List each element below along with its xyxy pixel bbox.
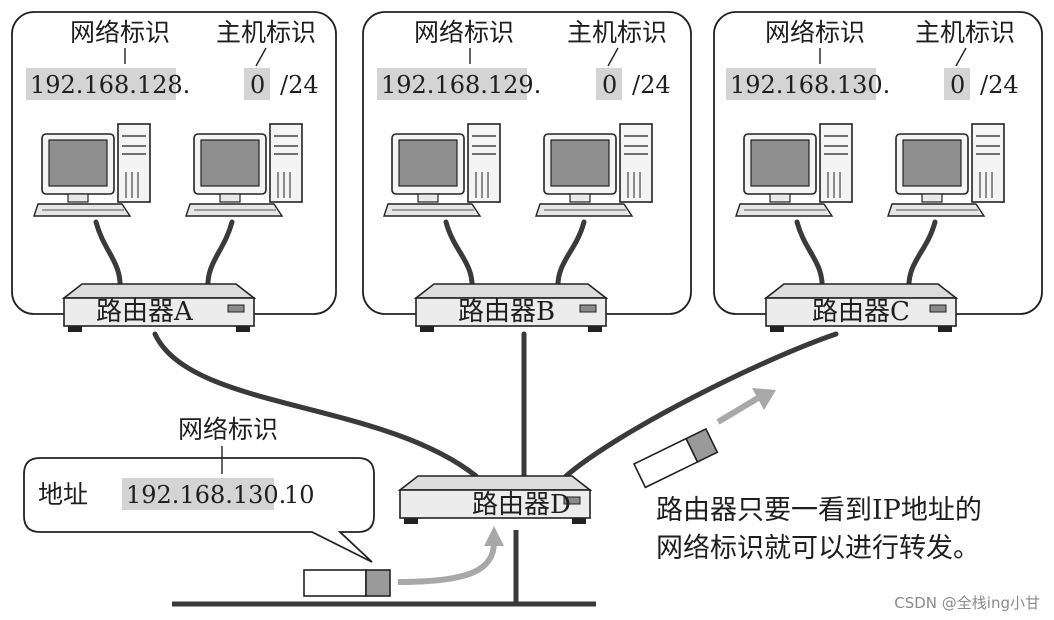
bubble-host-part: 10 bbox=[284, 481, 315, 509]
pc-cables bbox=[93, 219, 938, 293]
host-part-2: 0 bbox=[602, 71, 617, 99]
bubble-addr-label: 地址 bbox=[38, 480, 88, 509]
router-b-label: 路由器B bbox=[458, 297, 555, 327]
bubble-net-highlight bbox=[122, 478, 274, 510]
net-part-3: 192.168.130. bbox=[730, 71, 890, 99]
net-label-1: 网络标识 bbox=[70, 18, 170, 47]
pc-icon bbox=[887, 123, 1005, 217]
packet-icon-incoming bbox=[303, 569, 391, 597]
net-part-1: 192.168.128. bbox=[30, 71, 190, 99]
net-highlight-1 bbox=[26, 68, 176, 100]
net-label-3: 网络标识 bbox=[765, 18, 865, 47]
arrow-incoming bbox=[397, 541, 497, 585]
bubble-net-part: 192.168.130. bbox=[126, 481, 286, 509]
net-highlight-3 bbox=[726, 68, 876, 100]
note-line-1: 路由器只要一看到IP地址的 bbox=[656, 495, 982, 526]
arrowhead-incoming bbox=[484, 526, 504, 546]
backbone-cables bbox=[152, 331, 839, 479]
host-highlight-3 bbox=[944, 68, 970, 100]
pc-icon bbox=[535, 123, 653, 217]
packet-icon-outgoing bbox=[632, 427, 719, 489]
net-part-2: 192.168.129. bbox=[381, 71, 541, 99]
host-label-3: 主机标识 bbox=[915, 18, 1015, 47]
net-highlight-2 bbox=[377, 68, 527, 100]
host-highlight-1 bbox=[244, 68, 270, 100]
pc-icon bbox=[383, 123, 501, 217]
host-label-2: 主机标识 bbox=[567, 18, 667, 47]
mask-3: /24 bbox=[980, 71, 1019, 99]
mask-2: /24 bbox=[632, 71, 671, 99]
pc-icon bbox=[33, 123, 151, 217]
router-d-label: 路由器D bbox=[472, 490, 571, 520]
mask-1: /24 bbox=[280, 71, 319, 99]
host-part-1: 0 bbox=[250, 71, 265, 99]
watermark: CSDN @全栈ing小甘 bbox=[894, 594, 1040, 612]
pc-icon bbox=[735, 123, 853, 217]
bubble-net-label: 网络标识 bbox=[178, 415, 278, 444]
net-label-2: 网络标识 bbox=[414, 18, 514, 47]
arrowhead-outgoing bbox=[752, 388, 776, 410]
router-a-label: 路由器A bbox=[96, 297, 194, 327]
note-line-2: 网络标识就可以进行转发。 bbox=[656, 533, 980, 564]
host-highlight-2 bbox=[596, 68, 622, 100]
pc-icon bbox=[185, 123, 303, 217]
router-c-label: 路由器C bbox=[812, 297, 910, 327]
host-label-1: 主机标识 bbox=[216, 18, 316, 47]
arrow-outgoing bbox=[716, 395, 760, 425]
host-part-3: 0 bbox=[950, 71, 965, 99]
